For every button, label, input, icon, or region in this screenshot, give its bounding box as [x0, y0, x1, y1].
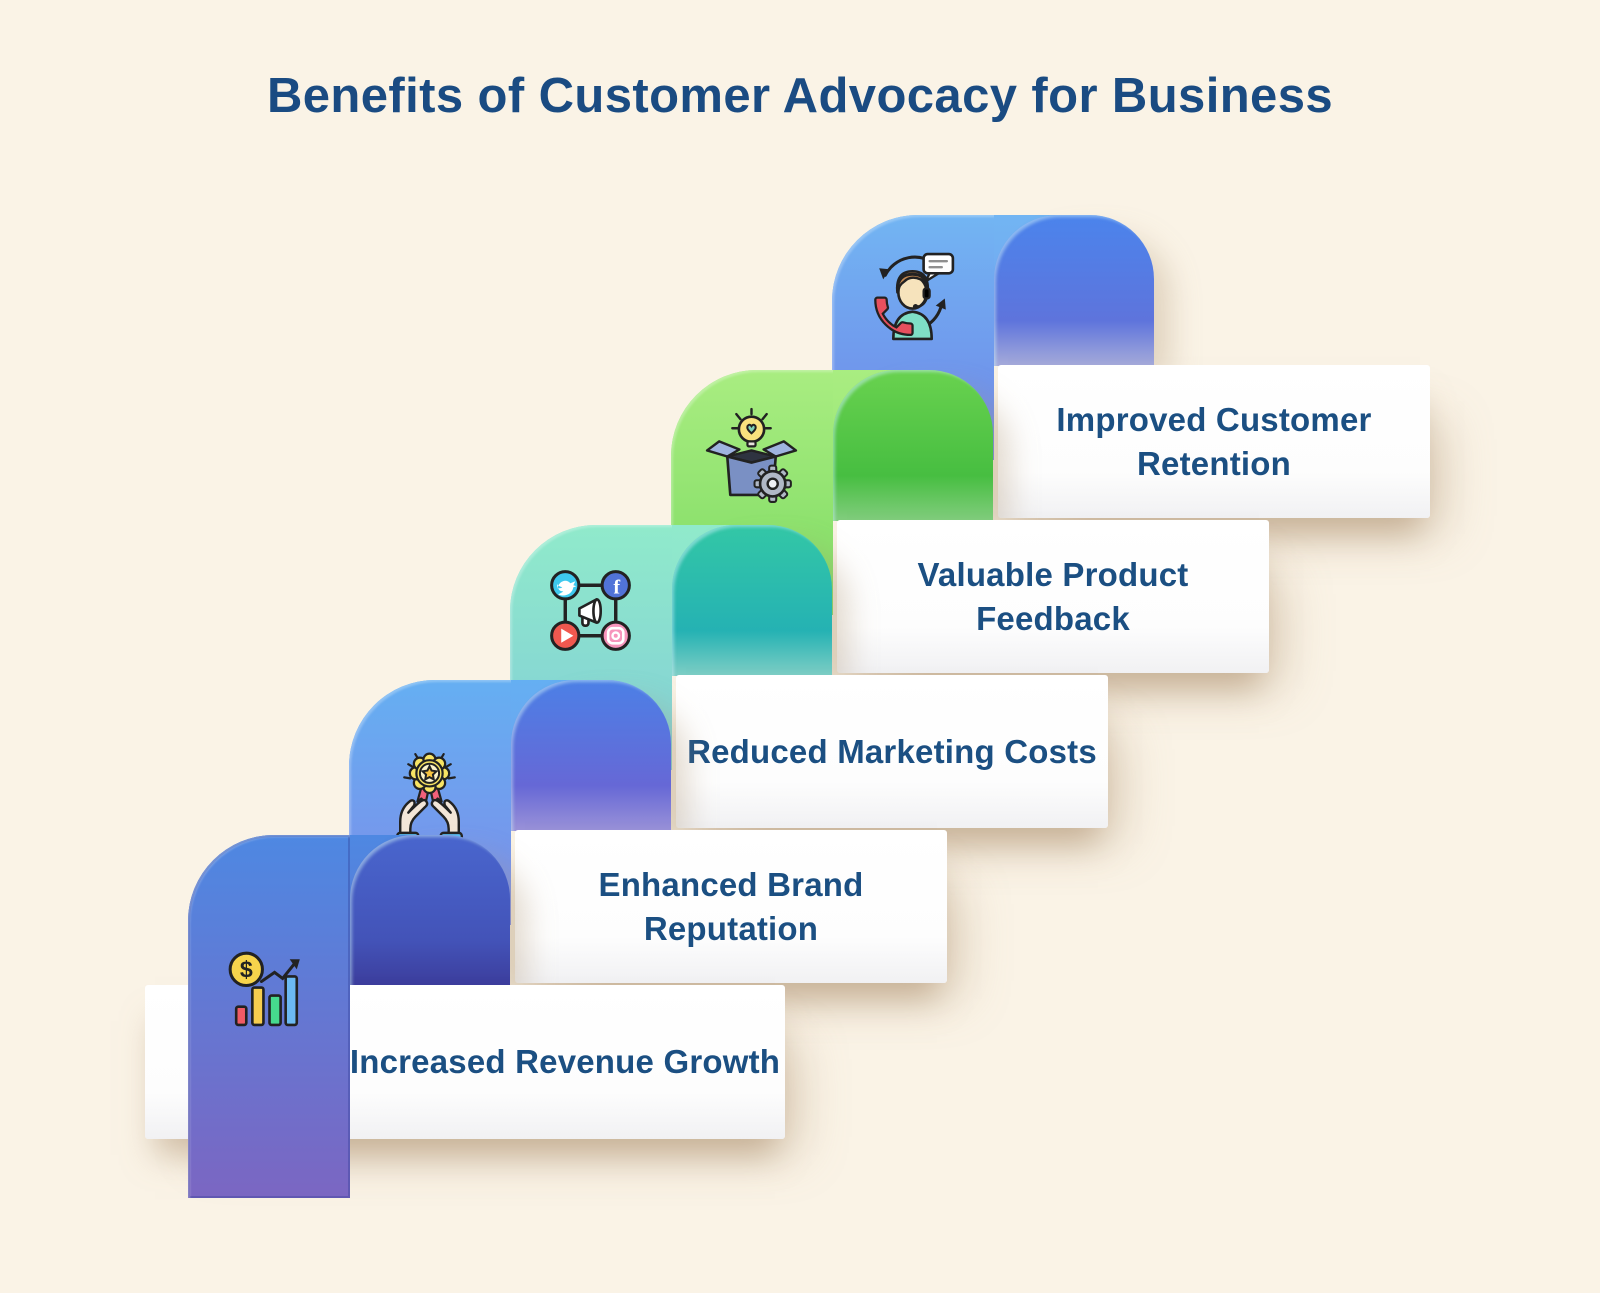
gear	[753, 464, 792, 503]
revenue-growth-icon: $	[228, 951, 300, 1027]
twitter-bird	[557, 580, 577, 596]
play-triangle	[561, 628, 574, 643]
brand-reputation-icon	[395, 752, 464, 844]
arch-side-face	[511, 680, 671, 831]
arch-side-face	[833, 370, 993, 521]
instagram-glyph	[606, 626, 625, 645]
label-card: Valuable Product Feedback	[837, 520, 1269, 673]
arch-front-face: $	[188, 835, 350, 1198]
facebook-f: f	[613, 576, 620, 598]
arch-side-face	[994, 215, 1154, 366]
step-label: Increased Revenue Growth	[349, 1043, 781, 1080]
social-media-marketing-icon: f	[550, 570, 631, 651]
label-card: Enhanced Brand Reputation	[515, 830, 947, 983]
step-label: Improved Customer Retention	[1056, 400, 1372, 482]
arch-side-face	[672, 525, 832, 676]
customer-retention-icon	[874, 252, 955, 341]
step-label: Valuable Product Feedback	[917, 555, 1189, 637]
rosette	[408, 752, 451, 795]
step-label: Enhanced Brand Reputation	[598, 865, 864, 947]
label-card: Improved Customer Retention	[998, 365, 1430, 518]
product-feedback-icon	[705, 407, 798, 503]
label-card: Reduced Marketing Costs	[676, 675, 1108, 828]
megaphone	[578, 598, 603, 627]
arch-side-face	[350, 835, 510, 986]
svg-text:$: $	[240, 956, 253, 982]
step-label: Reduced Marketing Costs	[687, 732, 1097, 770]
page-title: Benefits of Customer Advocacy for Busine…	[266, 69, 1334, 123]
